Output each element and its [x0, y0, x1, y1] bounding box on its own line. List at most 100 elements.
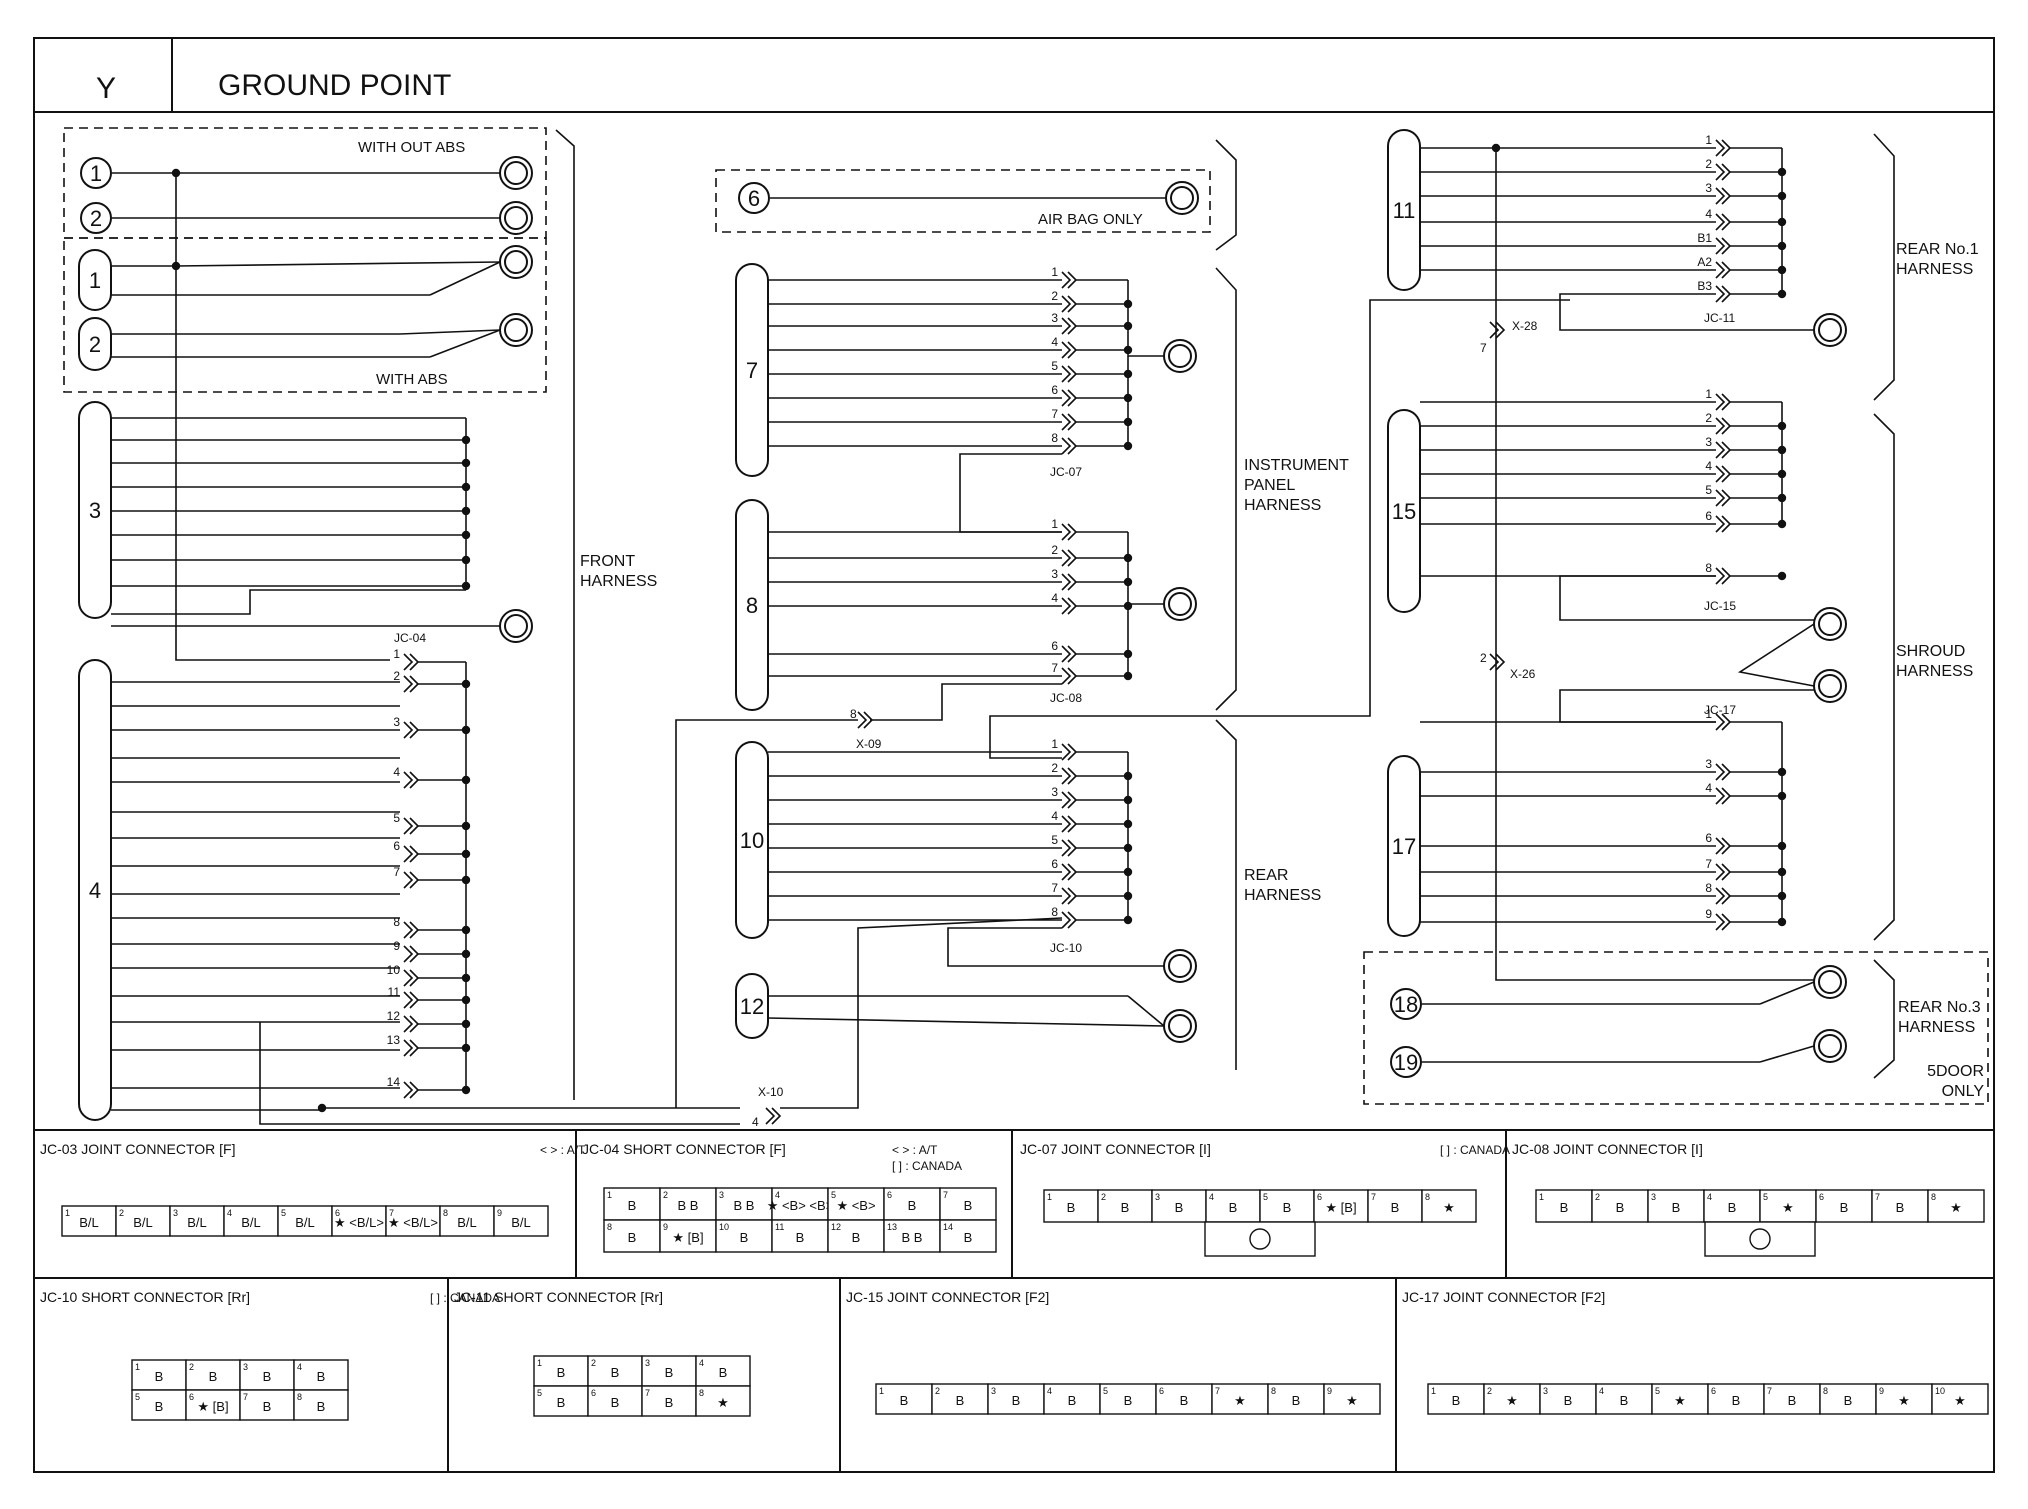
connector-cell: [939, 1219, 997, 1253]
splice-dot: [1491, 143, 1501, 153]
connector-pin-number: 2: [119, 1208, 124, 1218]
pin-label: 3: [1051, 785, 1058, 799]
connector-pin-number: 8: [699, 1388, 704, 1398]
connector-cell: [1875, 1383, 1933, 1415]
connector-pin-value: B: [628, 1198, 637, 1213]
splice-dot: [1777, 791, 1787, 801]
ground-terminal-outer: [499, 245, 533, 279]
pin-label: 1: [1705, 387, 1712, 401]
ground-terminal-inner: [1168, 1014, 1192, 1038]
pin-label: 4: [1051, 809, 1058, 823]
connector-pin-value: B/L: [187, 1215, 207, 1230]
ground-point-label: 19: [1394, 1050, 1418, 1075]
ground-point-label: 11: [1393, 198, 1416, 223]
ground-point-label: 7: [746, 358, 758, 383]
ground-point-label: 10: [740, 828, 764, 853]
label-rear-no1-harness-2: HARNESS: [1896, 261, 1973, 278]
connector-cell: [493, 1205, 549, 1237]
junction-x09-label: X-09: [856, 737, 882, 751]
connector-note: [ ] : CANADA: [892, 1159, 962, 1173]
header-code: Y: [96, 72, 116, 105]
connector-pin-number: 9: [663, 1222, 668, 1232]
splice-dot: [1123, 577, 1133, 587]
connector-pin-value: ★: [1782, 1200, 1794, 1215]
splice-dot: [461, 725, 471, 735]
ground-terminal-inner: [504, 206, 528, 230]
dashed-box-with-abs: [63, 237, 547, 393]
pin-label: 8: [1705, 561, 1712, 575]
splice-dot: [461, 482, 471, 492]
pin-label: 14: [387, 1075, 401, 1089]
wire-x-09-down: [675, 719, 858, 1108]
pin-label: 3: [1705, 757, 1712, 771]
pin-label: 7: [1051, 407, 1058, 421]
connector-cell: [131, 1389, 187, 1421]
splice-dot: [1123, 299, 1133, 309]
connector-pin-value: ★ <B/L>: [388, 1215, 438, 1230]
splice-dot: [1777, 767, 1787, 777]
connector-pin-number: 6: [1159, 1386, 1164, 1396]
connector-pin-number: 1: [537, 1358, 542, 1368]
connector-title: JC-07 JOINT CONNECTOR [I]: [1020, 1141, 1211, 1157]
splice-dot: [1123, 345, 1133, 355]
ground-point-pill: [735, 263, 769, 477]
connector-cell: [1535, 1189, 1593, 1223]
splice-dot: [1123, 369, 1133, 379]
wire: [399, 329, 501, 335]
connector-pin-value: B/L: [457, 1215, 477, 1230]
connector-cell: [715, 1219, 773, 1253]
pin-label: 5: [1051, 359, 1058, 373]
connector-pin-number: 5: [281, 1208, 286, 1218]
splice-dot: [1777, 841, 1787, 851]
connector-pin-number: 4: [1209, 1192, 1214, 1202]
splice-dot: [1777, 241, 1787, 251]
connector-note: < > : A/T: [892, 1143, 938, 1157]
connector-cell: [987, 1383, 1045, 1415]
pin-label: 1: [1705, 133, 1712, 147]
pin-label: B3: [1697, 279, 1712, 293]
connector-pin-number: 9: [1879, 1386, 1884, 1396]
wire: [1759, 981, 1815, 1005]
ground-point-circle: [1390, 1046, 1422, 1078]
pin-label: 2: [1051, 543, 1058, 557]
junction-jc17-label: JC-17: [1704, 703, 1736, 717]
pin-label: 4: [1705, 781, 1712, 795]
ground-point-label: 2: [90, 206, 102, 231]
connector-pin-number: 3: [173, 1208, 178, 1218]
connector-cell: [277, 1205, 333, 1237]
connector-pin-value: B: [1844, 1393, 1853, 1408]
connector-pin-value: B: [209, 1369, 218, 1384]
harness-brace: [1215, 719, 1237, 1070]
splice-dot: [1777, 445, 1787, 455]
ground-point-label: 8: [746, 593, 758, 618]
ground-point-pill: [78, 401, 112, 619]
ground-point-label: 2: [89, 332, 101, 357]
connector-pin-value: B: [263, 1369, 272, 1384]
splice-dot: [1777, 493, 1787, 503]
connector-pin-number: 4: [699, 1358, 704, 1368]
splice-dot: [461, 775, 471, 785]
connector-pin-value: B: [1391, 1200, 1400, 1215]
label-rear-harness-1: REAR: [1244, 867, 1288, 884]
label-front-harness-1: FRONT: [580, 553, 635, 570]
connector-cell: [1483, 1383, 1541, 1415]
ground-terminal-inner: [504, 614, 528, 638]
pin-label: 9: [393, 939, 400, 953]
connector-pin-value: B: [719, 1365, 728, 1380]
connector-cell: [1591, 1189, 1649, 1223]
junction-jc15-label: JC-15: [1704, 599, 1736, 613]
connector-pin-value: ★ <B/L>: [334, 1215, 384, 1230]
connector-pin-value: B: [557, 1395, 566, 1410]
connector-pin-number: 1: [607, 1190, 612, 1200]
connector-lock-hole: [1749, 1228, 1771, 1250]
connector-cell: [1155, 1383, 1213, 1415]
connector-pin-number: 2: [189, 1362, 194, 1372]
connector-pin-value: B/L: [241, 1215, 261, 1230]
pin-label: 5: [1705, 483, 1712, 497]
connector-pin-value: B: [628, 1230, 637, 1245]
dashed-box-5door: [1363, 951, 1989, 1105]
splice-dot: [1777, 891, 1787, 901]
connector-pin-number: 6: [887, 1190, 892, 1200]
connector-title: JC-03 JOINT CONNECTOR [F]: [40, 1141, 236, 1157]
ground-point-pill: [735, 499, 769, 711]
